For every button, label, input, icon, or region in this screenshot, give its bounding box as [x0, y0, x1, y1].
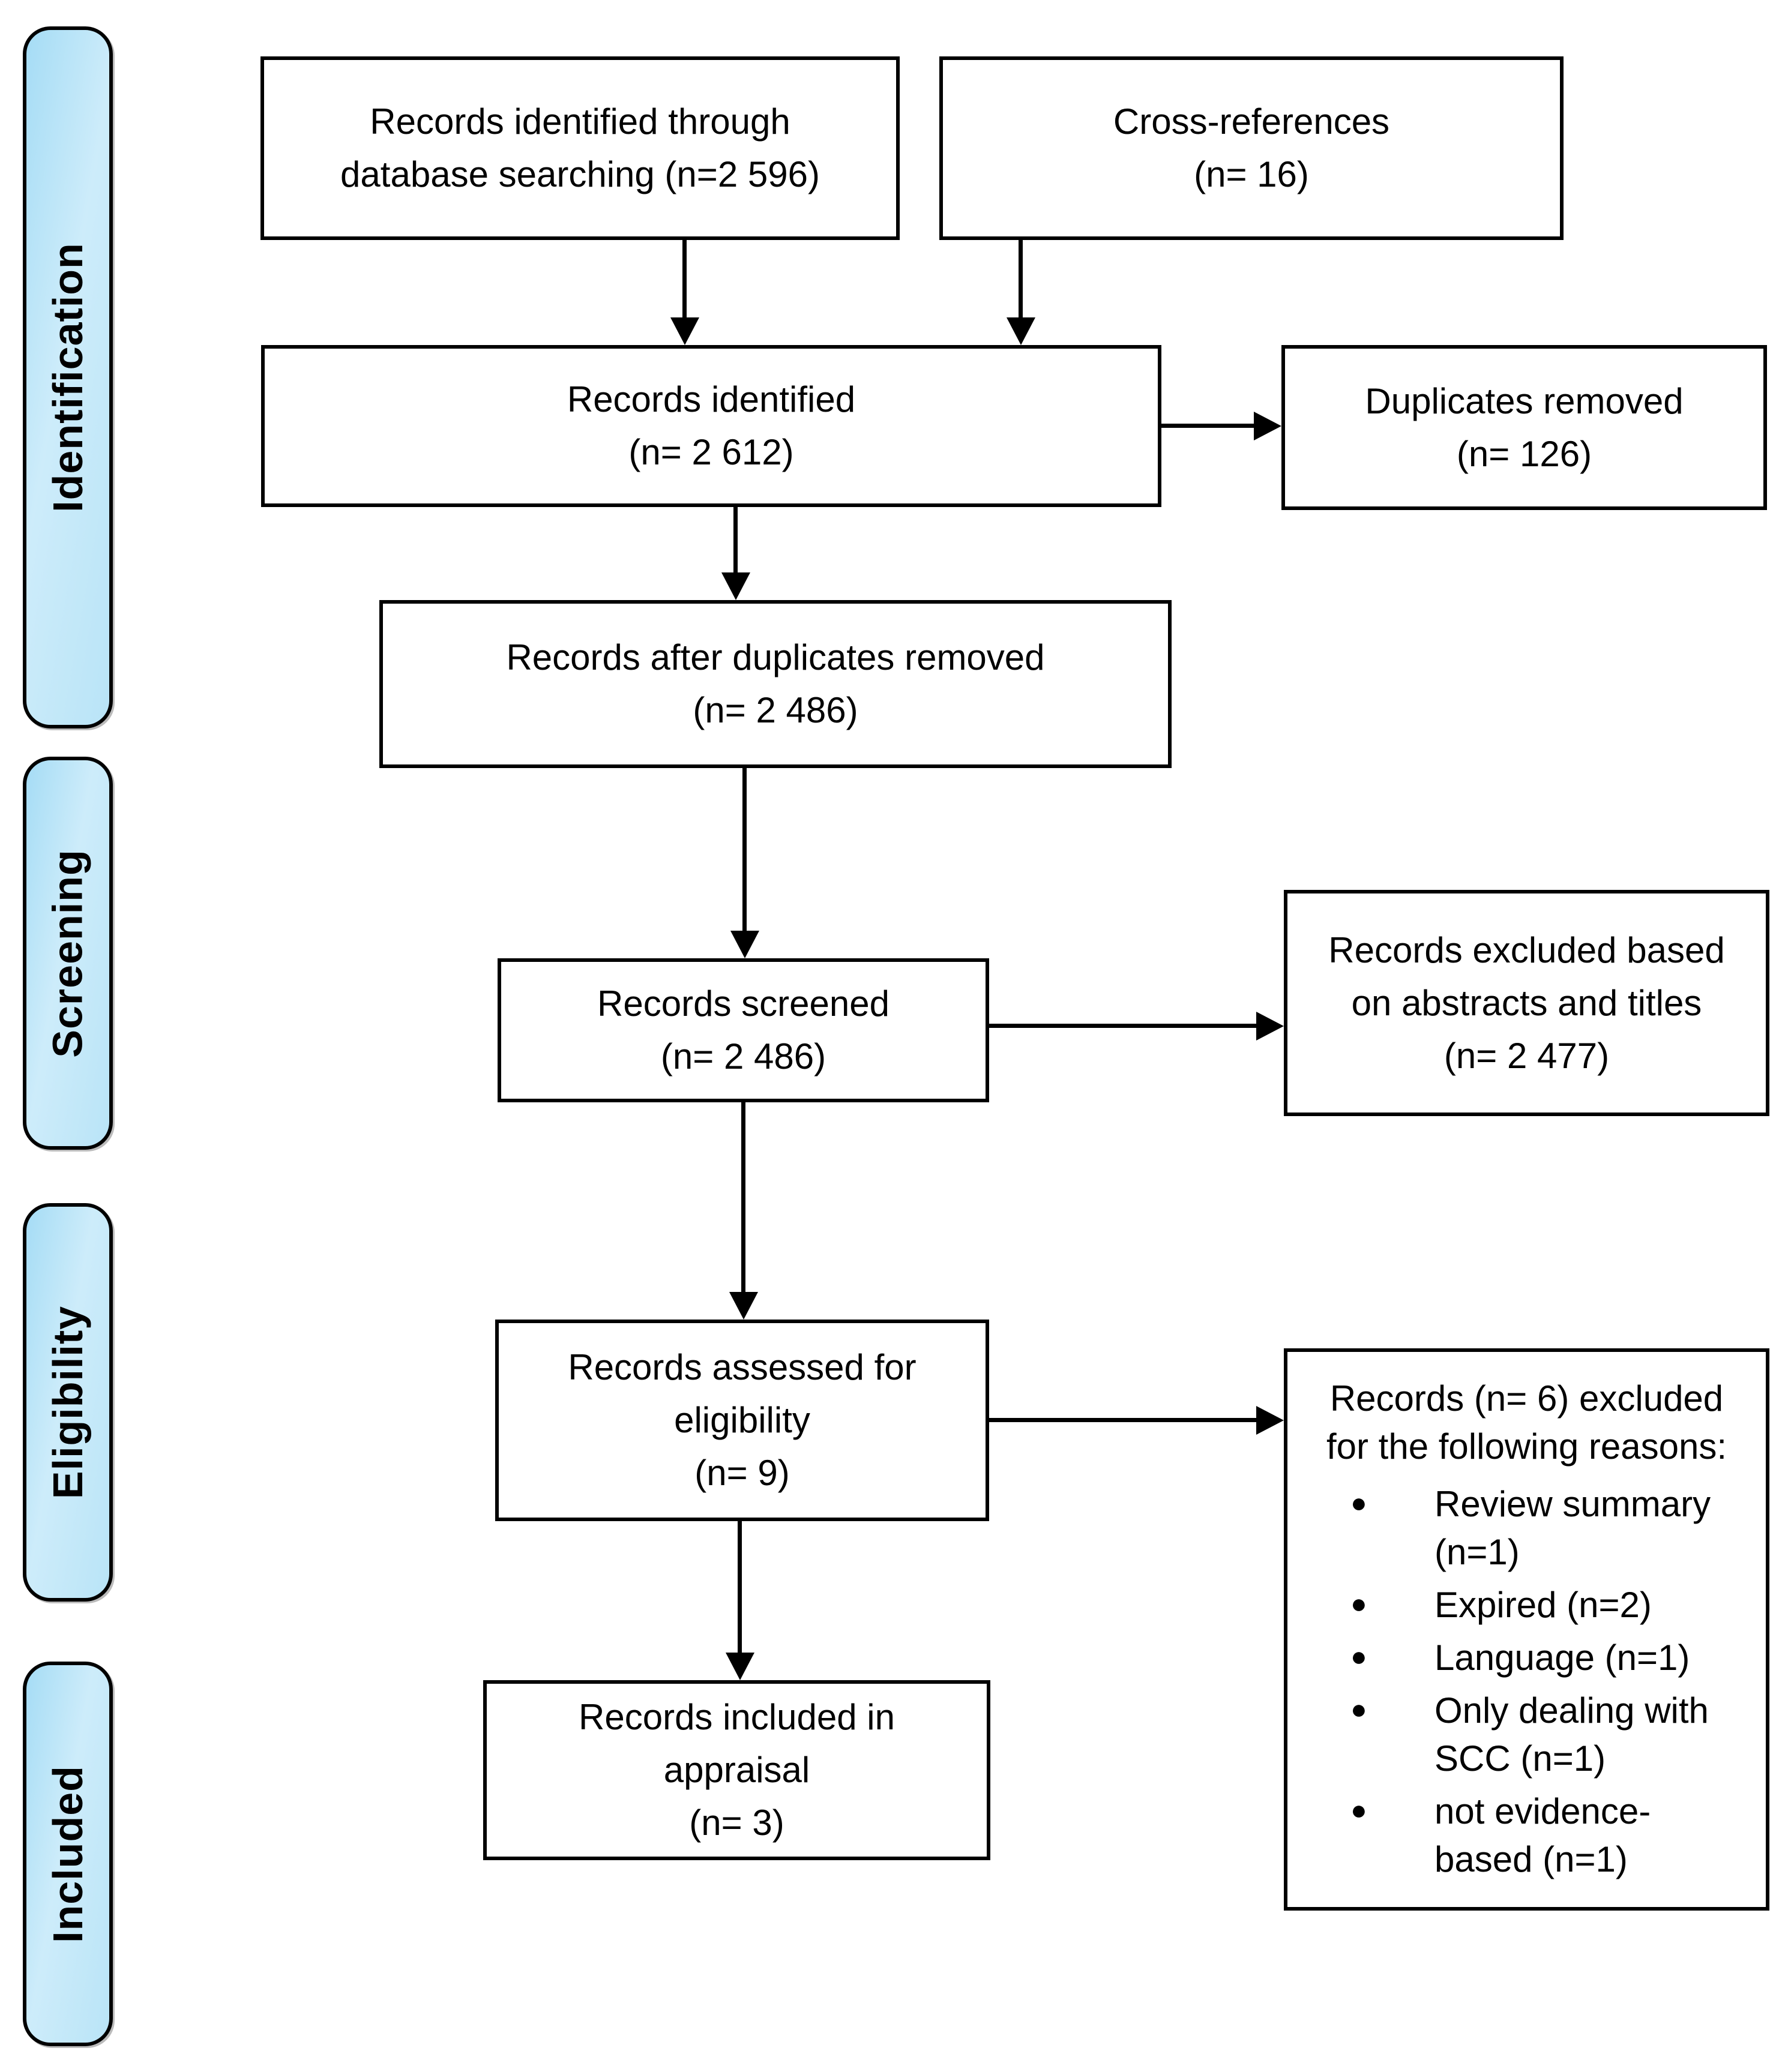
bullet-icon: ● — [1350, 1588, 1367, 1619]
box-database-search-text: Records identified through database sear… — [340, 101, 820, 194]
stage-identification: Identification — [23, 26, 113, 728]
excluded-reason-text: Language (n=1) — [1434, 1638, 1690, 1678]
arrow-screened-to-excluded — [989, 1024, 1256, 1028]
excluded-reason-item: ● Language (n=1) — [1287, 1634, 1771, 1682]
arrow-screened-to-assessed — [741, 1102, 745, 1292]
excluded-reason-text: Only dealing with SCC (n=1) — [1434, 1690, 1709, 1779]
stage-eligibility-label: Eligibility — [44, 1305, 92, 1500]
box-included-appraisal-text: Records included in appraisal (n= 3) — [579, 1697, 895, 1843]
excluded-reason-text: Expired (n=2) — [1434, 1585, 1652, 1625]
excluded-reasons-list: ● Review summary (n=1) ● Expired (n=2) ●… — [1287, 1480, 1766, 1884]
box-excluded-abstracts-text: Records excluded based on abstracts and … — [1328, 929, 1725, 1076]
box-records-screened: Records screened (n= 2 486) — [498, 958, 989, 1102]
stage-screening-label: Screening — [44, 848, 92, 1058]
excluded-reason-text: Review summary (n=1) — [1434, 1484, 1711, 1572]
box-included-appraisal: Records included in appraisal (n= 3) — [483, 1680, 990, 1860]
box-excluded-reasons: Records (n= 6) excluded for the followin… — [1284, 1348, 1769, 1911]
bullet-icon: ● — [1350, 1693, 1367, 1725]
arrow-database-to-identified — [682, 240, 687, 317]
arrow-identified-to-duplicates — [1161, 424, 1254, 428]
box-duplicates-removed: Duplicates removed (n= 126) — [1281, 345, 1767, 510]
excluded-reason-item: ● Only dealing with SCC (n=1) — [1287, 1687, 1771, 1783]
arrow-assessed-to-included — [738, 1521, 742, 1653]
arrow-assessed-to-reasons — [989, 1418, 1256, 1422]
box-assessed-eligibility: Records assessed for eligibility (n= 9) — [495, 1320, 989, 1521]
stage-screening: Screening — [23, 757, 113, 1150]
arrow-crossref-to-identified — [1019, 240, 1023, 317]
excluded-reason-item: ● Review summary (n=1) — [1287, 1480, 1771, 1576]
excluded-reason-item: ● not evidence- based (n=1) — [1287, 1788, 1771, 1884]
box-records-identified: Records identified (n= 2 612) — [261, 345, 1161, 507]
stage-included-label: Included — [44, 1765, 92, 1943]
box-cross-references-text: Cross-references (n= 16) — [1113, 101, 1390, 194]
bullet-icon: ● — [1350, 1487, 1367, 1518]
box-database-search: Records identified through database sear… — [260, 56, 900, 240]
box-excluded-abstracts: Records excluded based on abstracts and … — [1284, 890, 1769, 1116]
box-cross-references: Cross-references (n= 16) — [939, 56, 1564, 240]
bullet-icon: ● — [1350, 1794, 1367, 1825]
stage-eligibility: Eligibility — [23, 1203, 113, 1602]
box-after-duplicates: Records after duplicates removed (n= 2 4… — [379, 600, 1172, 768]
box-duplicates-removed-text: Duplicates removed (n= 126) — [1365, 380, 1684, 474]
box-after-duplicates-text: Records after duplicates removed (n= 2 4… — [506, 637, 1045, 730]
excluded-reason-item: ● Expired (n=2) — [1287, 1581, 1771, 1629]
stage-identification-label: Identification — [44, 242, 91, 512]
arrow-afterdup-to-screened — [742, 768, 747, 931]
bullet-icon: ● — [1350, 1641, 1367, 1672]
excluded-reason-text: not evidence- based (n=1) — [1434, 1791, 1651, 1879]
box-records-screened-text: Records screened (n= 2 486) — [597, 983, 889, 1077]
stage-included: Included — [23, 1662, 113, 2046]
arrow-identified-to-afterdup — [733, 507, 738, 572]
box-records-identified-text: Records identified (n= 2 612) — [567, 379, 856, 472]
box-excluded-reasons-title: Records (n= 6) excluded for the followin… — [1326, 1378, 1727, 1467]
box-assessed-eligibility-text: Records assessed for eligibility (n= 9) — [568, 1347, 917, 1493]
